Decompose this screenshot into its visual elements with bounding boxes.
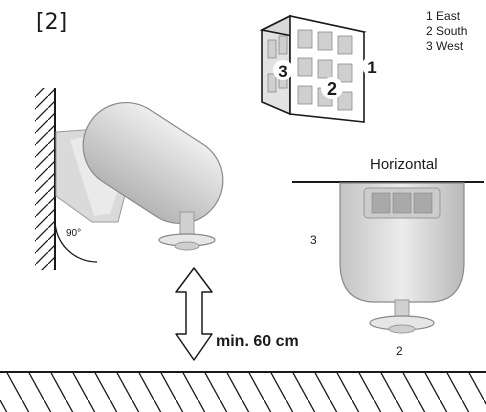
orientation-legend: 1 East 2 South 3 West [426, 9, 467, 54]
front-view-sensor [339, 182, 465, 334]
wall [35, 88, 56, 270]
horizontal-label: Horizontal [370, 156, 438, 173]
angle-arc [54, 219, 98, 263]
figure-label: [2] [36, 10, 68, 35]
building-label-south: 2 [327, 79, 337, 99]
distance-label: min. 60 cm [216, 333, 299, 350]
building-label-west: 3 [278, 62, 287, 81]
legend-item-east: 1 East [426, 9, 461, 23]
side-label-west: 3 [310, 233, 317, 247]
wall-mounted-sensor [55, 101, 224, 251]
building-label-east: 1 [367, 58, 376, 77]
angle-label: 90° [66, 228, 82, 239]
building-cube: 2 3 1 [259, 14, 382, 123]
floor [0, 371, 486, 412]
side-label-south: 2 [396, 344, 403, 358]
distance-arrow [175, 267, 213, 361]
legend-item-west: 3 West [426, 39, 464, 53]
legend-item-south: 2 South [426, 24, 468, 38]
